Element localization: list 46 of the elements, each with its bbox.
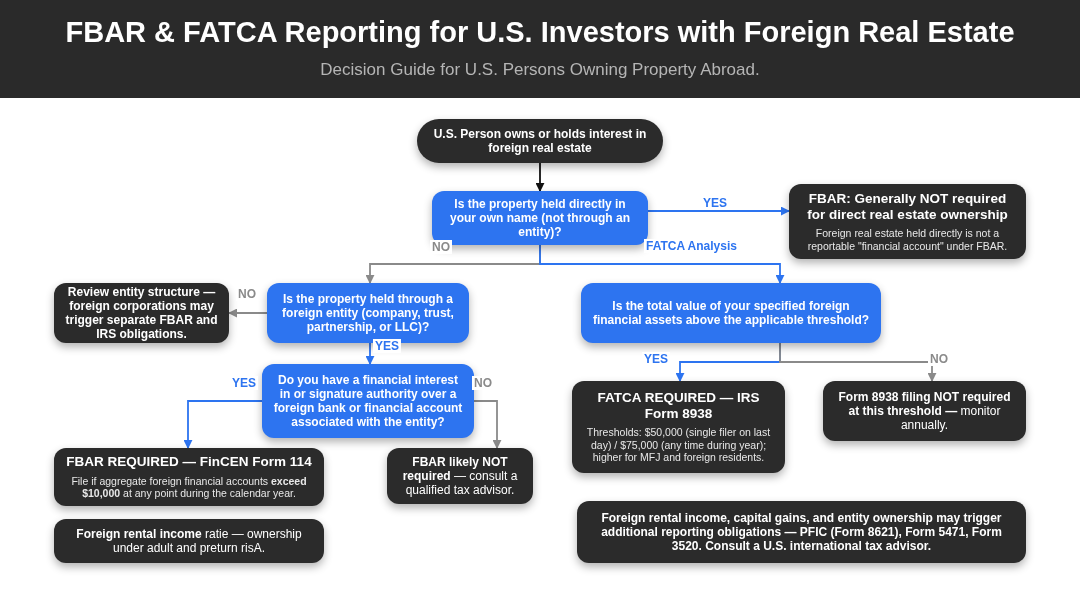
decision-box — [581, 283, 881, 343]
box-text: Foreign rental income ratie — ownership under adult and preturn risA. — [75, 526, 303, 556]
box-text: Form 8938 filing NOT required at this threshold — monitor annually. — [837, 389, 1012, 433]
edge-label: NO — [928, 352, 950, 366]
decision-box — [267, 283, 469, 343]
box-text: Is the property held directly in your own name (not through an entity)? — [449, 196, 631, 240]
subtitle: Decision Guide for U.S. Persons Owning Property Abroad. — [319, 60, 761, 80]
arrow — [779, 342, 937, 382]
note-box — [577, 501, 1026, 563]
arrow — [365, 342, 375, 365]
edge-label: YES — [642, 352, 670, 366]
heading: FBAR: Generally NOT required for direct real estate ownership — [806, 190, 1009, 224]
box-text: Do you have a financial interest in or signature authority over a foreign bank or financial account associated with the entity? — [272, 372, 464, 430]
arrow — [183, 400, 263, 449]
title: FBAR & FATCA Reporting for U.S. Investors with Foreign Real Estate — [64, 16, 1016, 49]
arrow — [228, 308, 268, 318]
box-text: Is the total value of your specified foreign financial assets above the applicable threshold? — [591, 298, 871, 328]
edge-label: YES — [230, 376, 258, 390]
arrow — [535, 162, 545, 192]
description: File if aggregate foreign financial accounts exceed $10,000 at any point during the calendar year. — [70, 474, 308, 500]
box-text: Review entity structure — foreign corporations may trigger separate FBAR and IRS obligations. — [64, 284, 219, 342]
result-box — [572, 381, 785, 473]
box-text: FBAR likely NOT required — consult a qualified tax advisor. — [401, 454, 519, 498]
edge-label: NO — [472, 376, 494, 390]
edge-label: YES — [701, 196, 729, 210]
edge-label: NO — [236, 287, 258, 301]
arrow — [539, 244, 785, 284]
arrow — [473, 400, 502, 449]
decision-box — [262, 364, 474, 438]
edge-label: FATCA Analysis — [644, 239, 739, 253]
arrow — [647, 206, 790, 216]
result-box — [789, 184, 1026, 259]
result-box — [823, 381, 1026, 441]
box-text: U.S. Person owns or holds interest in foreign real estate — [432, 126, 648, 156]
start-pill — [417, 119, 663, 163]
result-box — [54, 448, 324, 506]
result-box — [387, 448, 533, 504]
heading: FBAR REQUIRED — FinCEN Form 114 — [66, 454, 312, 471]
note-box — [54, 519, 324, 563]
description: Foreign real estate held directly is not a reportable "financial account" under FBAR. — [806, 227, 1009, 253]
edge-label: YES — [373, 339, 401, 353]
box-text: Foreign rental income, capital gains, and entity ownership may trigger additional reporting obligations — PFIC (Form 8621), Form 5471, Form 3520. Consult a U.S. international tax advisor. — [600, 510, 1003, 554]
heading: FATCA REQUIRED — IRS Form 8938 — [596, 389, 761, 423]
description: Thresholds: $50,000 (single filer on last day) / $75,000 (any time during year); higher for MFJ and foreign residents. — [585, 426, 772, 465]
box-text: Is the property held through a foreign entity (company, trust, partnership, or LLC)? — [281, 291, 455, 335]
edge-label: NO — [430, 240, 452, 254]
